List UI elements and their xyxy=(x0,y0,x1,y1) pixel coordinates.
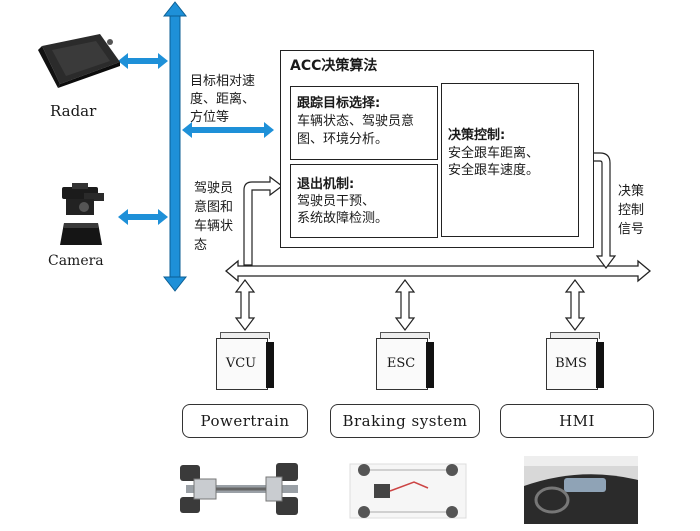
esc-label: ESC xyxy=(386,355,416,371)
exit-mechanism-box xyxy=(290,164,438,238)
radar-icon xyxy=(30,28,124,90)
driver-intent-arrow xyxy=(243,175,283,266)
decision-control-box xyxy=(441,83,579,237)
hmi-label: HMI xyxy=(500,404,654,438)
exit-mechanism-title: 退出机制: xyxy=(297,177,355,192)
exit-mechanism-line-2: 系统故障检测。 xyxy=(297,211,389,226)
bus-note-mid-2: 意图和 xyxy=(194,200,234,215)
bms-label: BMS xyxy=(555,355,587,371)
camera-icon xyxy=(54,183,110,249)
camera-link-arrow xyxy=(118,209,168,225)
camera-label: Camera xyxy=(48,253,104,269)
powertrain-label: Powertrain xyxy=(182,404,308,438)
decision-control-line-2: 安全跟车速度。 xyxy=(448,163,540,178)
vcu-label: VCU xyxy=(225,355,257,371)
bus-note-top-1: 目标相对速 xyxy=(190,74,256,89)
decision-control-title: 决策控制: xyxy=(448,128,506,143)
esc-link-arrow xyxy=(394,279,416,331)
radar-label: Radar xyxy=(50,102,97,120)
radar-link-arrow xyxy=(118,53,168,69)
bus-note-right-2: 控制 xyxy=(618,203,645,218)
braking-system-label: Braking system xyxy=(330,404,480,438)
vcu-module: VCU xyxy=(216,332,274,390)
target-selection-line-2: 图、环境分析。 xyxy=(297,132,389,147)
target-selection-line-1: 车辆状态、驾驶员意 xyxy=(297,114,415,129)
vertical-bus xyxy=(162,1,188,292)
bus-note-right-1: 决策 xyxy=(618,184,645,199)
vcu-link-arrow xyxy=(234,279,256,331)
target-selection-title: 跟踪目标选择: xyxy=(297,96,381,111)
hmi-dashboard-image xyxy=(524,456,638,524)
decision-signal-arrow xyxy=(591,152,617,269)
bms-module: BMS xyxy=(546,332,604,390)
bus-note-top-3: 方位等 xyxy=(190,110,230,125)
acc-title: ACC决策算法 xyxy=(290,58,378,74)
exit-mechanism-line-1: 驾驶员干预、 xyxy=(297,194,376,209)
target-selection-box xyxy=(290,86,438,160)
bus-note-mid-3: 车辆状 xyxy=(194,219,234,234)
braking-system-image xyxy=(344,458,472,524)
esc-module: ESC xyxy=(376,332,434,390)
bms-link-arrow xyxy=(564,279,586,331)
acc-link-arrow xyxy=(182,122,274,138)
bus-note-mid-4: 态 xyxy=(194,238,208,253)
decision-control-line-1: 安全跟车距离、 xyxy=(448,146,540,161)
bus-note-top-2: 度、距离、 xyxy=(190,92,256,107)
powertrain-chassis-image xyxy=(172,455,310,523)
bus-note-mid-1: 驾驶员 xyxy=(194,181,234,196)
bus-note-right-3: 信号 xyxy=(618,222,645,237)
horizontal-bus xyxy=(224,259,652,283)
